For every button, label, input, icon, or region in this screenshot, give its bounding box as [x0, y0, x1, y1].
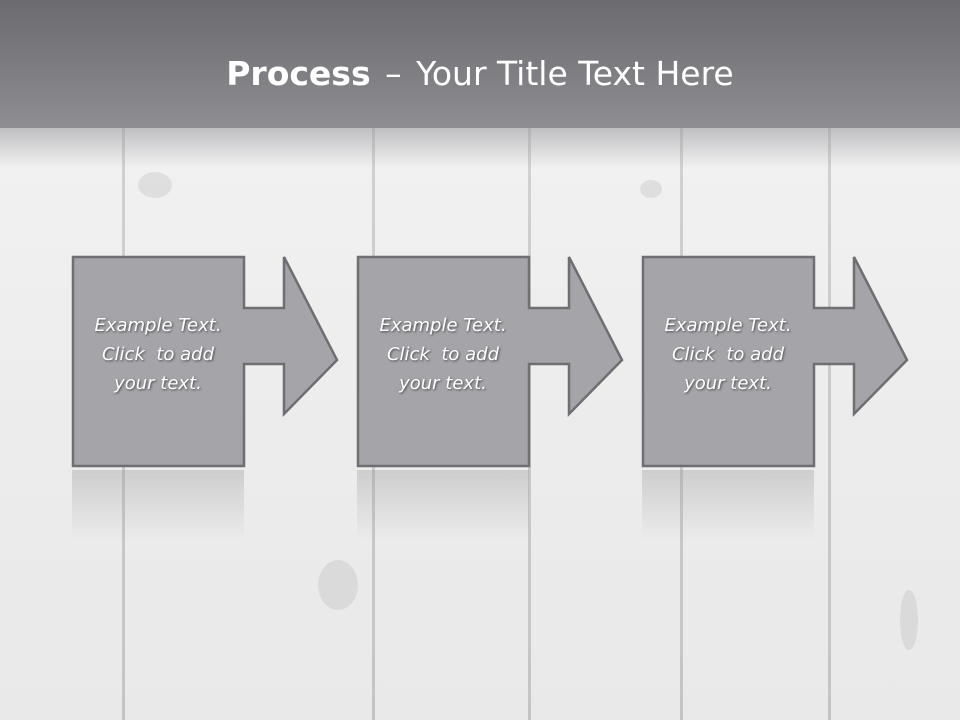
step-reflection	[642, 470, 814, 540]
plank-seam	[828, 128, 831, 720]
arrow-box-shape	[641, 255, 909, 468]
step-reflection	[72, 470, 244, 540]
wood-knot	[138, 172, 172, 198]
arrow-box-shape	[356, 255, 624, 468]
step-text-line: Click to add	[101, 344, 214, 365]
wood-knot	[640, 180, 662, 198]
step-reflection	[357, 470, 529, 540]
title-dash: –	[385, 54, 402, 93]
step-text-line: your text.	[114, 373, 202, 394]
title-bar-shadow	[0, 128, 960, 168]
process-step-3[interactable]: Example Text. Click to add your text.	[641, 255, 920, 468]
title-bar	[0, 0, 960, 128]
wood-knot	[900, 590, 918, 650]
wood-knot	[318, 560, 358, 610]
step-text-line: Example Text.	[664, 315, 792, 336]
process-step-2[interactable]: Example Text. Click to add your text.	[356, 255, 635, 468]
step-text[interactable]: Example Text. Click to add your text.	[642, 311, 814, 398]
step-text-line: Click to add	[386, 344, 499, 365]
title-rest: Your Title Text Here	[416, 54, 734, 93]
process-step-1[interactable]: Example Text. Click to add your text.	[71, 255, 350, 468]
step-text-line: your text.	[399, 373, 487, 394]
step-text[interactable]: Example Text. Click to add your text.	[72, 311, 244, 398]
slide-title[interactable]: Process – Your Title Text Here	[0, 52, 960, 96]
step-text-line: Click to add	[671, 344, 784, 365]
step-text[interactable]: Example Text. Click to add your text.	[357, 311, 529, 398]
title-bold: Process	[226, 54, 371, 93]
arrow-box-shape	[71, 255, 339, 468]
step-text-line: Example Text.	[379, 315, 507, 336]
step-text-line: your text.	[684, 373, 772, 394]
step-text-line: Example Text.	[94, 315, 222, 336]
